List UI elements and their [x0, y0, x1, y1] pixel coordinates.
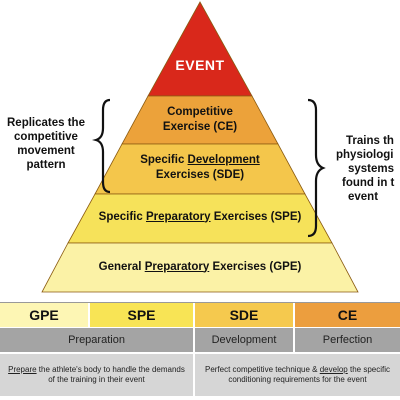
ce-line2: Exercise (CE) — [162, 121, 238, 133]
spe-post: Exercises (SPE) — [210, 210, 302, 223]
description-perfection-text: Perfect competitive technique & develop … — [201, 365, 394, 385]
left-annotation-line2: competitive — [14, 131, 78, 143]
header-spe: SPE — [90, 303, 195, 327]
phase-development: Development — [195, 328, 295, 352]
right-annotation-line5: event — [348, 191, 379, 203]
left-brace — [92, 98, 111, 194]
right-brace — [307, 98, 326, 238]
tier-gpe-shape — [41, 242, 359, 293]
header-ce: CE — [295, 303, 400, 327]
desc-right-pre: Perfect competitive technique & — [204, 365, 320, 374]
left-annotation-line4: pattern — [26, 159, 66, 171]
gpe-underline: Preparatory — [144, 260, 210, 273]
right-annotation-line2: physiologi — [336, 149, 394, 161]
header-sde: SDE — [195, 303, 295, 327]
sde-line2: Exercises (SDE) — [155, 169, 245, 181]
desc-right-rest: the specific conditioning requirements f… — [228, 365, 390, 384]
spe-underline: Preparatory — [145, 210, 211, 223]
description-preparation: Prepare the athlete's body to handle the… — [0, 354, 195, 396]
sde-line1-pre: Specific — [140, 154, 188, 166]
header-gpe: GPE — [0, 303, 90, 327]
tier-sde-label: Specific Development Exercises (SDE) — [110, 152, 290, 184]
desc-left-rest: the athlete's body to handle the demands… — [36, 365, 185, 384]
gpe-pre: General — [98, 260, 145, 273]
spe-pre: Specific — [98, 210, 146, 223]
desc-right-underline: develop — [319, 365, 348, 374]
right-annotation-line1: Trains th — [346, 135, 394, 147]
tier-gpe-label: General Preparatory Exercises (GPE) — [50, 258, 350, 276]
table-description-row: Prepare the athlete's body to handle the… — [0, 354, 400, 396]
gpe-text: General Preparatory Exercises (GPE) — [99, 260, 302, 275]
ce-line1: Competitive — [167, 106, 233, 118]
left-annotation-line1: Replicates the — [7, 117, 85, 129]
tier-event-label: EVENT — [160, 55, 240, 75]
phase-perfection: Perfection — [295, 328, 400, 352]
event-text: EVENT — [175, 56, 225, 73]
sde-line1: Specific Development — [140, 153, 260, 168]
right-annotation-line4: found in t — [342, 177, 395, 189]
left-annotation-line3: movement — [17, 145, 75, 157]
desc-left-underline: Prepare — [8, 365, 37, 374]
phase-preparation: Preparation — [0, 328, 195, 352]
tier-event-shape — [147, 1, 253, 97]
right-annotation-line3: systems — [348, 163, 395, 175]
table-phase-row: Preparation Development Perfection — [0, 328, 400, 352]
tier-spe-label: Specific Preparatory Exercises (SPE) — [70, 208, 330, 226]
right-annotation: Trains th physiologi systems found in t … — [334, 134, 400, 204]
table-header-row: GPE SPE SDE CE — [0, 302, 400, 327]
description-perfection: Perfect competitive technique & develop … — [195, 354, 400, 396]
left-annotation: Replicates the competitive movement patt… — [0, 116, 92, 172]
tier-ce-label: Competitive Exercise (CE) — [140, 104, 260, 136]
spe-text: Specific Preparatory Exercises (SPE) — [99, 210, 302, 225]
gpe-post: Exercises (GPE) — [209, 260, 302, 273]
description-preparation-text: Prepare the athlete's body to handle the… — [6, 365, 187, 385]
sde-line1-underline: Development — [187, 154, 260, 166]
